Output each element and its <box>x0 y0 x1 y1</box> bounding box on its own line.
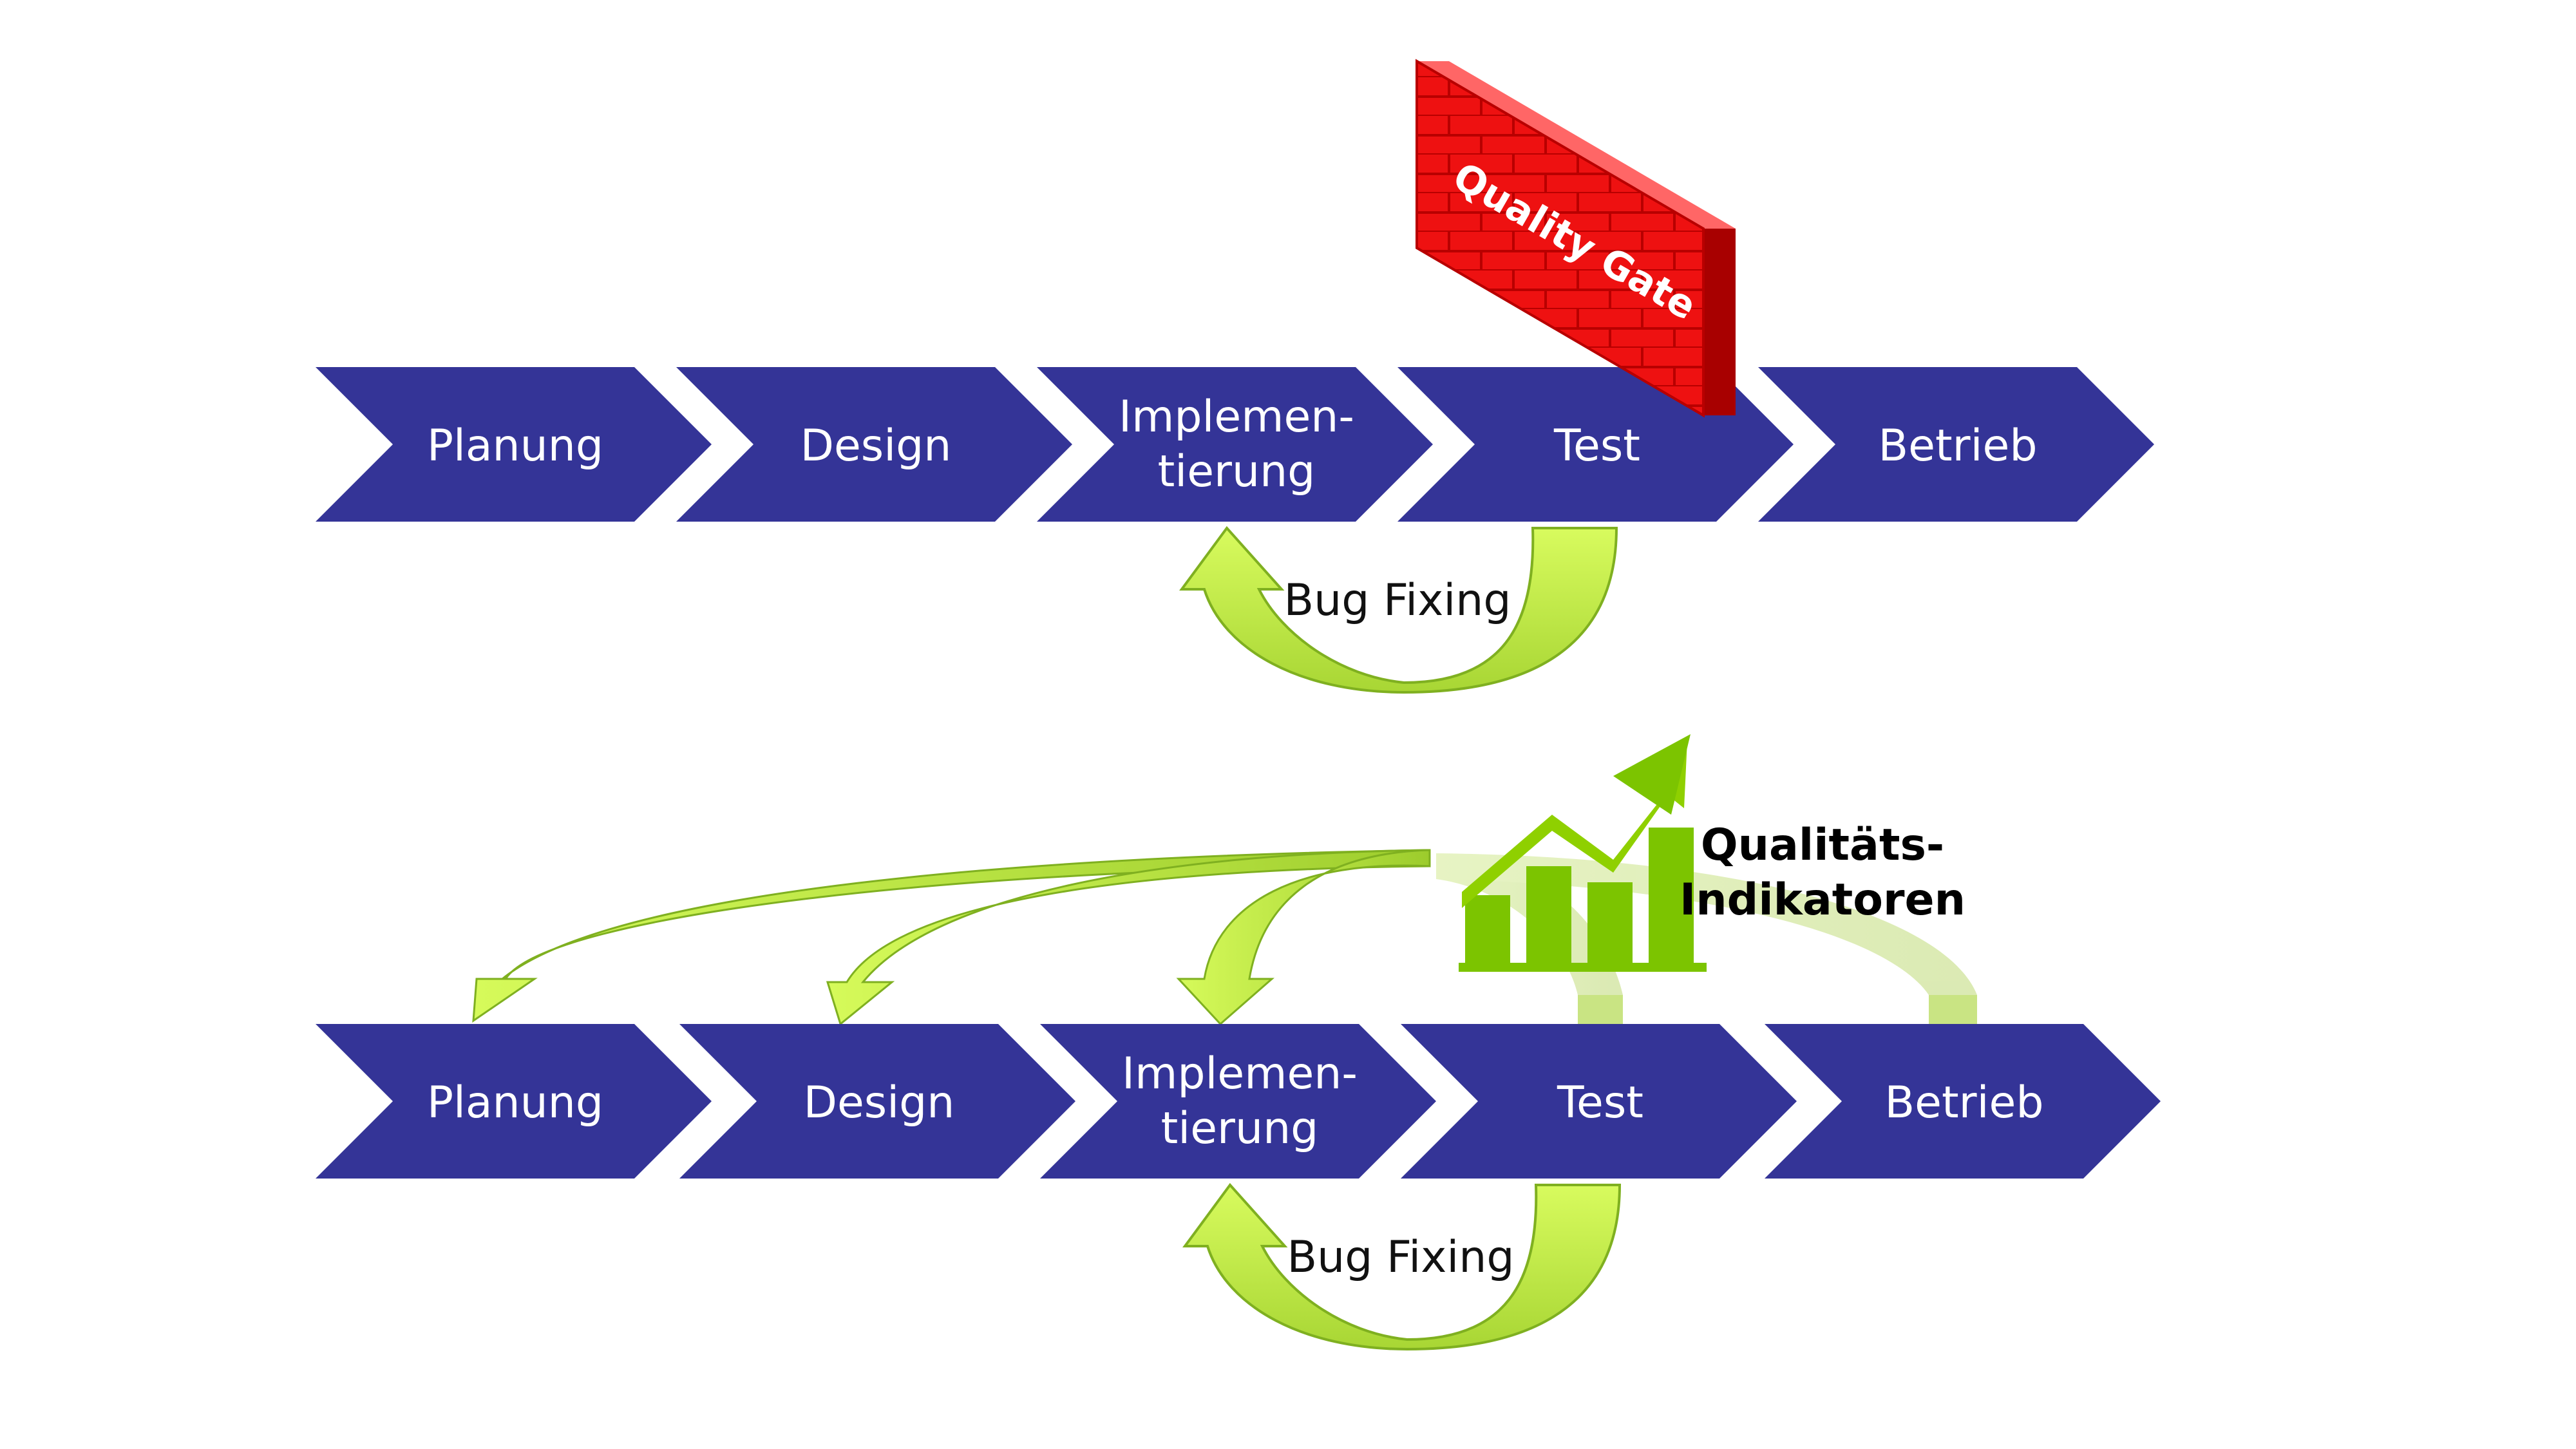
step-label-line2: tierung <box>1161 1103 1319 1154</box>
top-flow: Planung Design Implemen- tierung Test Be… <box>316 59 2154 694</box>
bottom-bug-fixing-arrow <box>1182 1182 1622 1351</box>
bottom-step-planung: Planung <box>316 1024 712 1179</box>
bottom-step-test: Test <box>1401 1024 1797 1179</box>
step-label: Test <box>1553 421 1640 471</box>
top-bug-fixing-label: Bug Fixing <box>1284 575 1511 626</box>
top-bug-fixing-arrow <box>1179 526 1618 694</box>
step-label: Planung <box>427 421 603 471</box>
step-label: Test <box>1557 1077 1643 1128</box>
step-label-line1: Implemen- <box>1119 392 1354 442</box>
quality-indicators-label-line1: Qualitäts- <box>1701 820 1944 871</box>
top-step-implementierung: Implemen- tierung <box>1037 367 1433 522</box>
top-step-planung: Planung <box>316 367 712 522</box>
feedback-arrow-to-planung <box>472 849 1431 1023</box>
step-label: Betrieb <box>1885 1077 2044 1128</box>
step-label: Design <box>800 421 952 471</box>
bottom-step-implementierung: Implemen- tierung <box>1040 1024 1436 1179</box>
step-label: Design <box>804 1077 955 1128</box>
top-step-betrieb: Betrieb <box>1758 367 2154 522</box>
growth-chart-icon <box>1459 734 1707 972</box>
feedback-arrow-to-implementierung <box>1176 849 1431 1026</box>
step-label-line2: tierung <box>1158 446 1316 497</box>
quality-indicators-label-line2: Indikatoren <box>1680 875 1965 925</box>
step-label: Planung <box>427 1077 603 1128</box>
top-step-design: Design <box>676 367 1072 522</box>
brick-wall-icon: Quality Gate <box>1416 59 1736 418</box>
step-label-line1: Implemen- <box>1122 1048 1358 1099</box>
feedback-arrow-to-design <box>826 849 1431 1026</box>
bottom-step-design: Design <box>679 1024 1075 1179</box>
bottom-bug-fixing-label: Bug Fixing <box>1287 1232 1515 1283</box>
bottom-flow: Qualitäts- Indikatoren Planung Design Im… <box>316 734 2161 1351</box>
step-label: Betrieb <box>1879 421 2038 471</box>
bottom-step-betrieb: Betrieb <box>1765 1024 2161 1179</box>
